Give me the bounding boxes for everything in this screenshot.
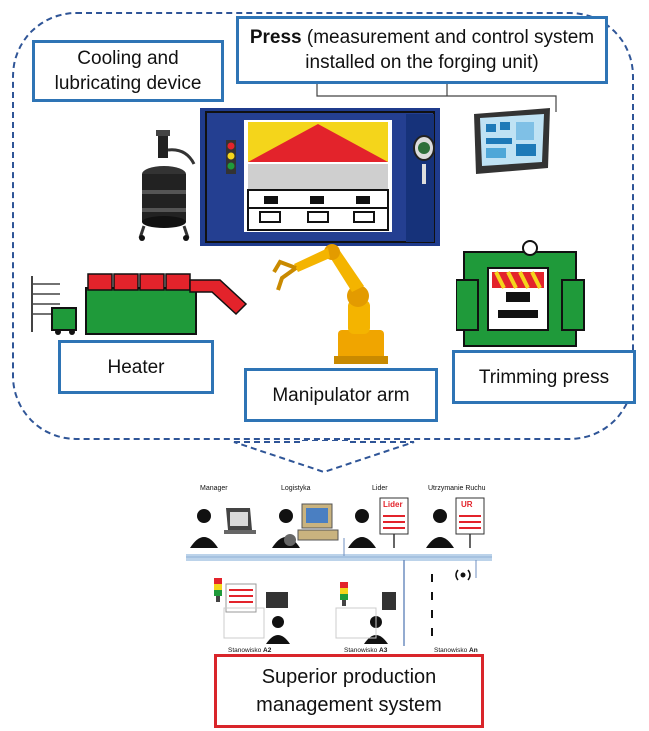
cooling-label: Cooling and lubricating device <box>32 40 224 102</box>
superior-label-text: Superior production management system <box>256 666 442 716</box>
manipulator-label: Manipulator arm <box>244 368 438 422</box>
cooling-device-icon <box>138 130 196 241</box>
control-panel-icon <box>474 108 550 174</box>
superior-label: Superior production management system <box>214 654 484 728</box>
press-label-text: Press (measurement and control system in… <box>247 25 597 75</box>
signal-icon <box>455 569 471 581</box>
station-an-label: Stanowisko An <box>434 647 478 654</box>
lider-badge: Lider <box>383 500 403 509</box>
heater-label: Heater <box>58 340 214 394</box>
robot-arm-icon <box>272 244 388 364</box>
trimming-press-icon <box>456 240 585 347</box>
trimming-label: Trimming press <box>452 350 636 404</box>
manipulator-label-text: Manipulator arm <box>272 384 410 406</box>
role-lider: Lider <box>372 485 388 492</box>
station-an-prefix: Stanowisko <box>434 647 470 654</box>
station-a3-id: A3 <box>379 647 388 654</box>
cooling-label-text: Cooling and lubricating device <box>54 48 202 94</box>
heater-label-text: Heater <box>107 356 165 378</box>
station-a2-id: A2 <box>263 647 272 654</box>
production-cell-boundary <box>12 12 634 440</box>
press-label: Press (measurement and control system in… <box>236 16 608 84</box>
role-manager: Manager <box>200 485 228 492</box>
station-a2-label: Stanowisko A2 <box>228 647 271 654</box>
trimming-label-text: Trimming press <box>478 366 610 388</box>
network-diagram <box>186 497 492 646</box>
ur-badge: UR <box>461 500 473 509</box>
role-logistyka: Logistyka <box>281 485 311 492</box>
role-utrzymanie-ruchu: Utrzymanie Ruchu <box>428 485 486 492</box>
press-label-rest: (measurement and control system installe… <box>301 27 595 73</box>
down-arrow-icon <box>233 440 415 474</box>
press-icon <box>200 108 440 246</box>
station-a3-prefix: Stanowisko <box>344 647 380 654</box>
station-a2-prefix: Stanowisko <box>228 647 264 654</box>
station-a3-label: Stanowisko A3 <box>344 647 387 654</box>
press-label-bold: Press <box>249 27 302 48</box>
station-an-id: An <box>469 647 478 654</box>
heater-icon <box>31 273 248 335</box>
